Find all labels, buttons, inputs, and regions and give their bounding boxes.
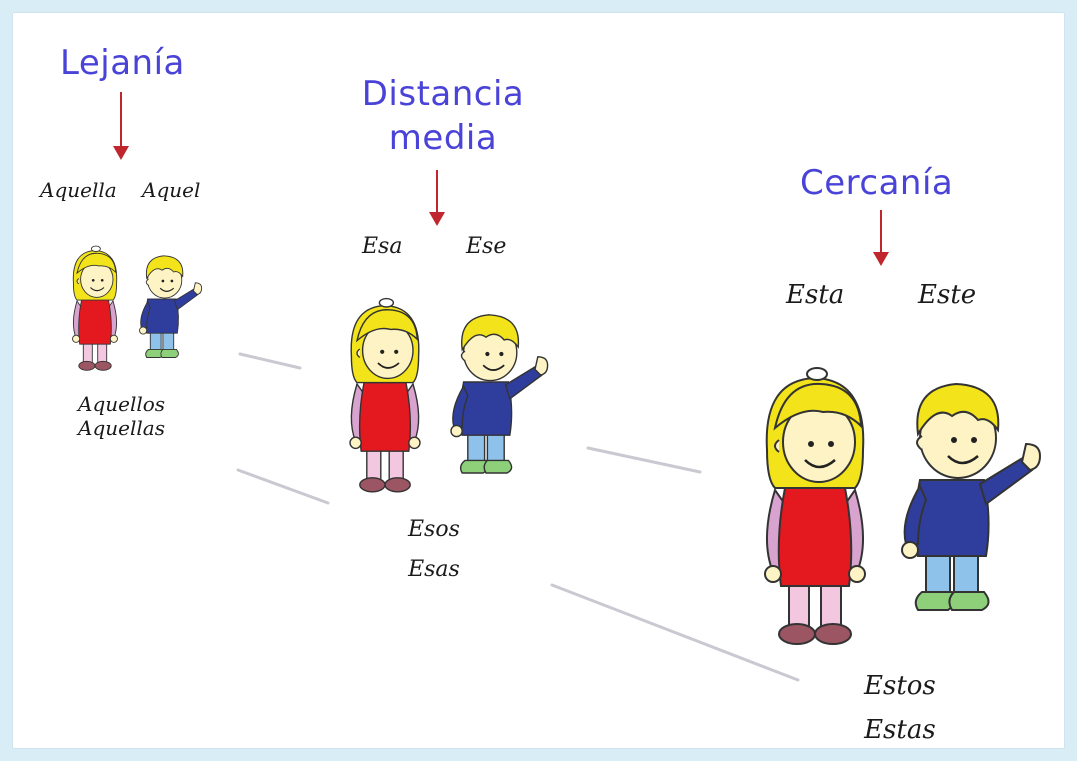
- label-middle-plural-feminine: Esas: [408, 557, 460, 582]
- label-far-plural-masculine: Aquellos: [78, 392, 166, 416]
- heading-middle: Distancia media: [358, 72, 528, 160]
- label-far-masculine: Aquel: [142, 178, 201, 202]
- middle-girl: [349, 297, 421, 493]
- floor-line: [238, 352, 302, 370]
- label-far-plural: Aquellos Aquellas: [78, 392, 165, 440]
- near-boy: [900, 382, 1042, 612]
- label-far-plural-feminine: Aquellas: [78, 416, 165, 440]
- heading-far: Lejanía: [60, 46, 185, 80]
- label-far-feminine: Aquella: [40, 178, 117, 202]
- middle-boy: [450, 313, 549, 474]
- label-near-plural-feminine: Estas: [864, 715, 936, 745]
- heading-middle-line-1: Distancia: [361, 74, 525, 114]
- slide-frame: [12, 12, 1065, 749]
- label-near-plural: Estos Estas: [864, 664, 936, 752]
- label-middle-masculine: Ese: [466, 234, 507, 259]
- far-girl: [71, 245, 119, 371]
- label-middle-plural-masculine: Esos: [408, 517, 460, 542]
- label-near-masculine: Este: [918, 280, 977, 310]
- floor-line: [586, 446, 702, 474]
- far-boy: [138, 255, 203, 359]
- heading-near-line: Cercanía: [800, 163, 954, 203]
- label-middle-feminine: Esa: [362, 234, 403, 259]
- floor-line: [236, 468, 330, 505]
- heading-near: Cercanía: [800, 166, 953, 200]
- heading-far-line: Lejanía: [60, 43, 185, 83]
- near-girl: [763, 366, 867, 646]
- label-middle-plural: Esos Esas: [408, 510, 460, 590]
- floor-line: [550, 583, 800, 682]
- label-near-plural-masculine: Estos: [864, 671, 936, 701]
- label-near-feminine: Esta: [786, 280, 845, 310]
- heading-middle-line-2: media: [388, 118, 498, 158]
